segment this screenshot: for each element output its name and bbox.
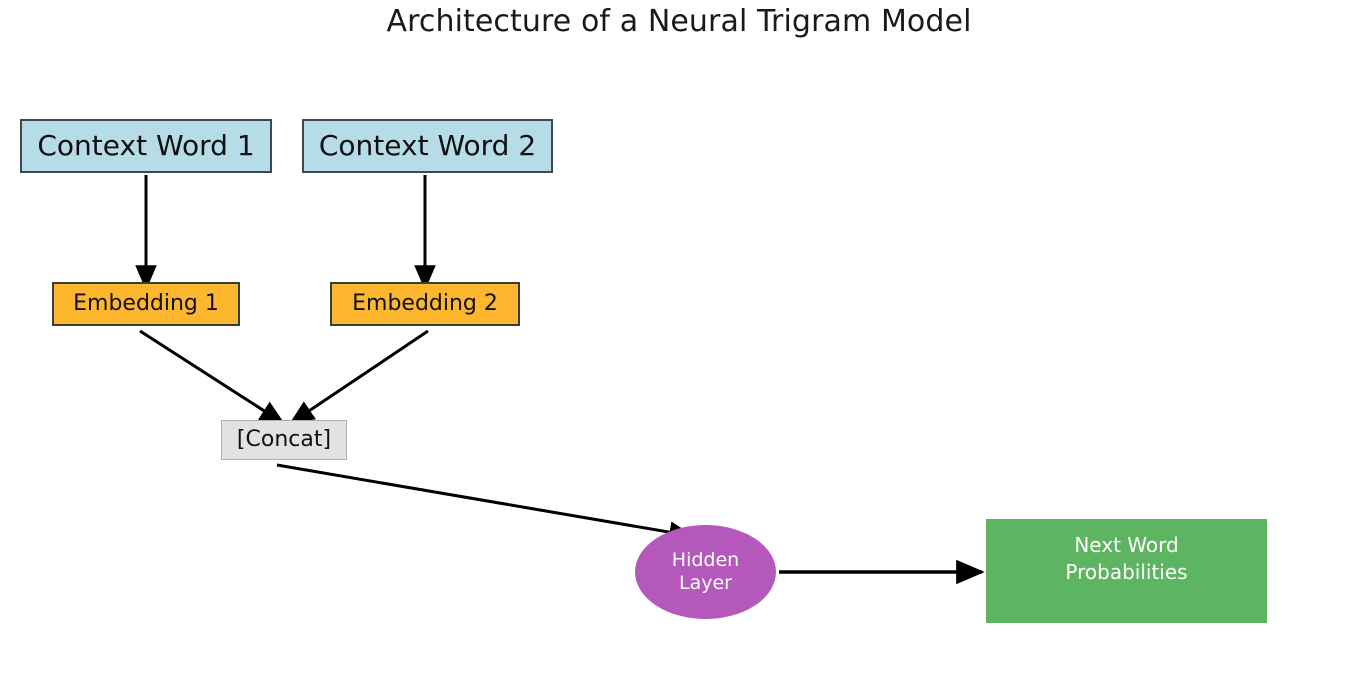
node-concat-label: [Concat] — [236, 426, 332, 452]
node-output-label-line1: Next Word — [1074, 533, 1179, 557]
node-context-word-1-label: Context Word 1 — [37, 129, 255, 163]
edge-concat-to-hidden — [276, 463, 695, 543]
page-title: Architecture of a Neural Trigram Model — [386, 4, 972, 39]
node-context-word-1[interactable]: Context Word 1 — [20, 119, 272, 173]
node-concat[interactable]: [Concat] — [221, 420, 347, 460]
edge-embedding1-to-concat — [139, 329, 286, 425]
node-output-label-line2: Probabilities — [1065, 560, 1188, 584]
node-embedding-2[interactable]: Embedding 2 — [330, 282, 520, 326]
node-embedding-1[interactable]: Embedding 1 — [52, 282, 240, 326]
node-context-word-2-label: Context Word 2 — [318, 129, 537, 163]
node-next-word-probabilities[interactable]: Next Word Probabilities — [986, 519, 1267, 623]
node-context-word-2[interactable]: Context Word 2 — [302, 119, 553, 173]
node-hidden-layer-label-line2: Layer — [679, 572, 732, 594]
node-hidden-layer-label-line1: Hidden — [671, 548, 740, 571]
node-hidden-layer[interactable]: Hidden Layer — [635, 525, 776, 619]
node-embedding-2-label: Embedding 2 — [352, 290, 498, 316]
edge-embedding2-to-concat — [289, 329, 429, 425]
node-embedding-1-label: Embedding 1 — [73, 290, 219, 316]
